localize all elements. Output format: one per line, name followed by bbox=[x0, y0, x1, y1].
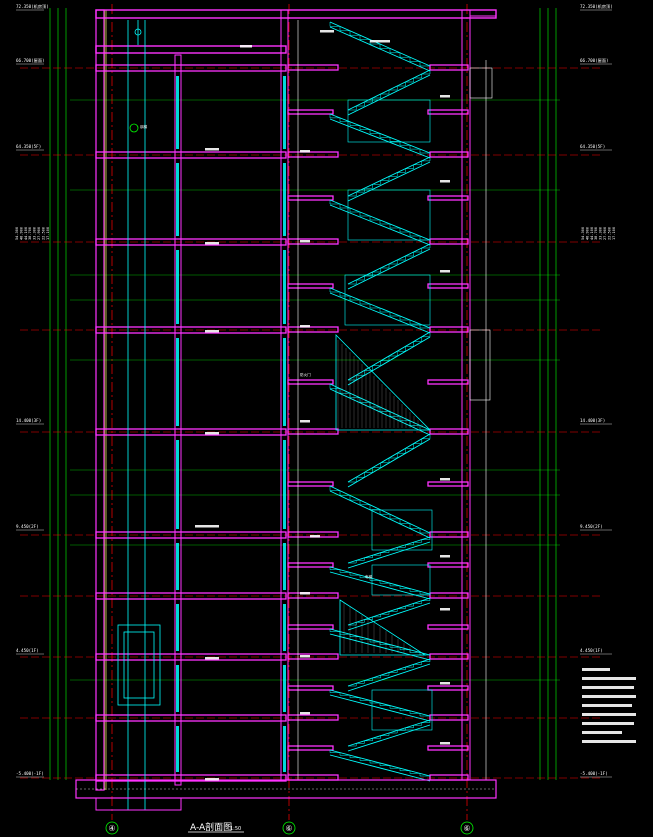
window-strips bbox=[176, 76, 286, 772]
stair-flights bbox=[329, 21, 433, 782]
level-labels-right: 72.350(机房顶) 66.700(屋面) 64.350(5F) 14.400(3F… bbox=[580, 3, 613, 778]
level-label-right: 14.400(3F) bbox=[580, 418, 605, 423]
floor-label: 17.100 bbox=[612, 227, 616, 240]
level-label-left: 14.400(3F) bbox=[16, 418, 41, 423]
floor-label: 48.900 bbox=[585, 227, 589, 240]
floor-label: 33.300 bbox=[599, 227, 603, 240]
floor-slabs bbox=[95, 64, 469, 782]
level-label-right: 9.450(2F) bbox=[580, 524, 603, 529]
left-dimension-chain bbox=[49, 8, 67, 780]
axis-lines bbox=[111, 4, 468, 820]
building-walls bbox=[95, 9, 497, 791]
level-label-right: 4.450(1F) bbox=[580, 648, 603, 653]
floor-label: 22.500 bbox=[41, 227, 45, 240]
level-label-left: 9.450(2F) bbox=[16, 524, 39, 529]
floor-label: 38.700 bbox=[28, 227, 32, 240]
level-label-right: 72.350(机房顶) bbox=[580, 3, 613, 10]
elevator-shaft bbox=[117, 20, 161, 810]
floor-label: 44.100 bbox=[590, 227, 594, 240]
drawing-title: A-A剖面图 bbox=[190, 821, 232, 833]
level-label-left: 64.350(5F) bbox=[16, 144, 41, 149]
level-label-right: 66.700(屋面) bbox=[580, 58, 609, 64]
right-railings bbox=[297, 20, 493, 780]
level-label-left: 66.700(屋面) bbox=[16, 58, 45, 64]
axis-label-3: ⑥ bbox=[463, 824, 470, 833]
floor-label: 33.300 bbox=[33, 227, 37, 240]
tag-labels bbox=[195, 30, 450, 781]
floor-label: 48.900 bbox=[19, 227, 23, 240]
callout-elevator-label: 电梯 bbox=[365, 574, 373, 579]
floor-label: 54.300 bbox=[581, 227, 585, 240]
callout-door-label: 防火门 bbox=[300, 372, 311, 377]
callout-stair-label: 钢梯 bbox=[140, 124, 148, 129]
foundation bbox=[75, 779, 497, 811]
floor-label: 38.700 bbox=[594, 227, 598, 240]
level-label-right: -5.400(-1F) bbox=[580, 771, 608, 776]
floor-label: 27.900 bbox=[603, 227, 607, 240]
floor-label: 22.500 bbox=[607, 227, 611, 240]
level-labels-left: 72.350(机房顶) 66.700(屋面) 64.350(5F) 14.400(3F… bbox=[16, 3, 49, 778]
level-label-left: 4.450(1F) bbox=[16, 648, 39, 653]
floor-label: 27.900 bbox=[37, 227, 41, 240]
level-label-right: 64.350(5F) bbox=[580, 144, 605, 149]
level-label-left: 72.350(机房顶) bbox=[16, 3, 49, 10]
axis-label-1: ④ bbox=[108, 824, 115, 833]
floor-label: 17.100 bbox=[46, 227, 50, 240]
hatched-stair-sections bbox=[335, 334, 431, 656]
notes-block bbox=[582, 668, 636, 743]
floor-label: 54.300 bbox=[15, 227, 19, 240]
level-label-left: -5.400(-1F) bbox=[16, 771, 44, 776]
grid-axis-bubbles bbox=[105, 821, 474, 835]
callouts: 钢梯 防火门 电梯 bbox=[140, 124, 373, 579]
axis-label-2: ⑥ bbox=[285, 824, 292, 833]
drawing-scale: 1:50 bbox=[230, 826, 241, 832]
right-dimension-chain bbox=[539, 8, 557, 780]
floor-label: 44.100 bbox=[24, 227, 28, 240]
roof bbox=[95, 9, 497, 54]
green-level-lines bbox=[70, 99, 560, 681]
